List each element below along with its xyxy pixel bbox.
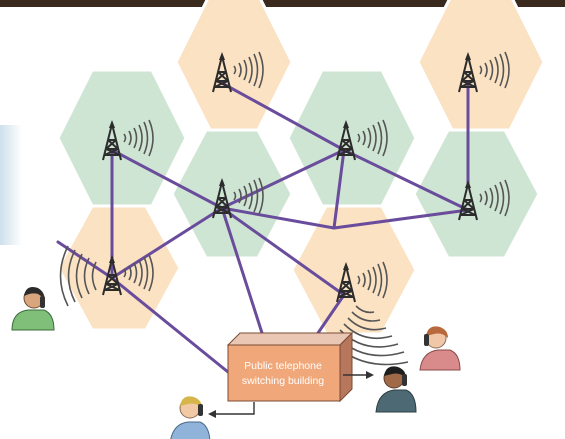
- phone-user-icon: [11, 287, 55, 331]
- switching-label-line2: switching building: [242, 375, 324, 387]
- radio-wave-icon: [59, 245, 97, 307]
- link-line: [220, 206, 264, 335]
- phone-user-icon: [419, 326, 461, 371]
- link-line: [110, 276, 230, 374]
- link-line: [218, 80, 346, 152]
- link-line: [220, 148, 346, 210]
- cell-hexagon: [286, 68, 418, 208]
- switching-label-line1: Public telephone: [244, 360, 322, 372]
- link-line: [332, 148, 346, 230]
- link-line: [110, 148, 224, 210]
- link-line: [220, 206, 336, 230]
- arrowhead: [366, 371, 374, 379]
- link-line: [332, 208, 470, 230]
- network-links: [56, 80, 470, 374]
- top-border: [0, 0, 565, 7]
- cell-hexagon: [416, 0, 546, 132]
- link-line: [110, 206, 224, 280]
- arrowhead: [208, 410, 216, 418]
- cell-hexagon: [56, 68, 188, 208]
- switching-building: [226, 331, 354, 403]
- link-line: [316, 293, 346, 335]
- phone-user-icon: [170, 396, 211, 439]
- cell-hexagon: [170, 128, 294, 260]
- arrow-to-bottom-caller: [214, 402, 255, 415]
- link-line: [342, 148, 470, 212]
- cell-hexagon: [56, 204, 182, 332]
- cell-grid: [56, 0, 546, 336]
- left-edge-shade: [0, 125, 22, 245]
- phone-user-icon: [375, 366, 417, 413]
- call-arrows: [214, 374, 368, 415]
- link-line: [220, 206, 346, 297]
- cell-hexagon: [412, 128, 541, 260]
